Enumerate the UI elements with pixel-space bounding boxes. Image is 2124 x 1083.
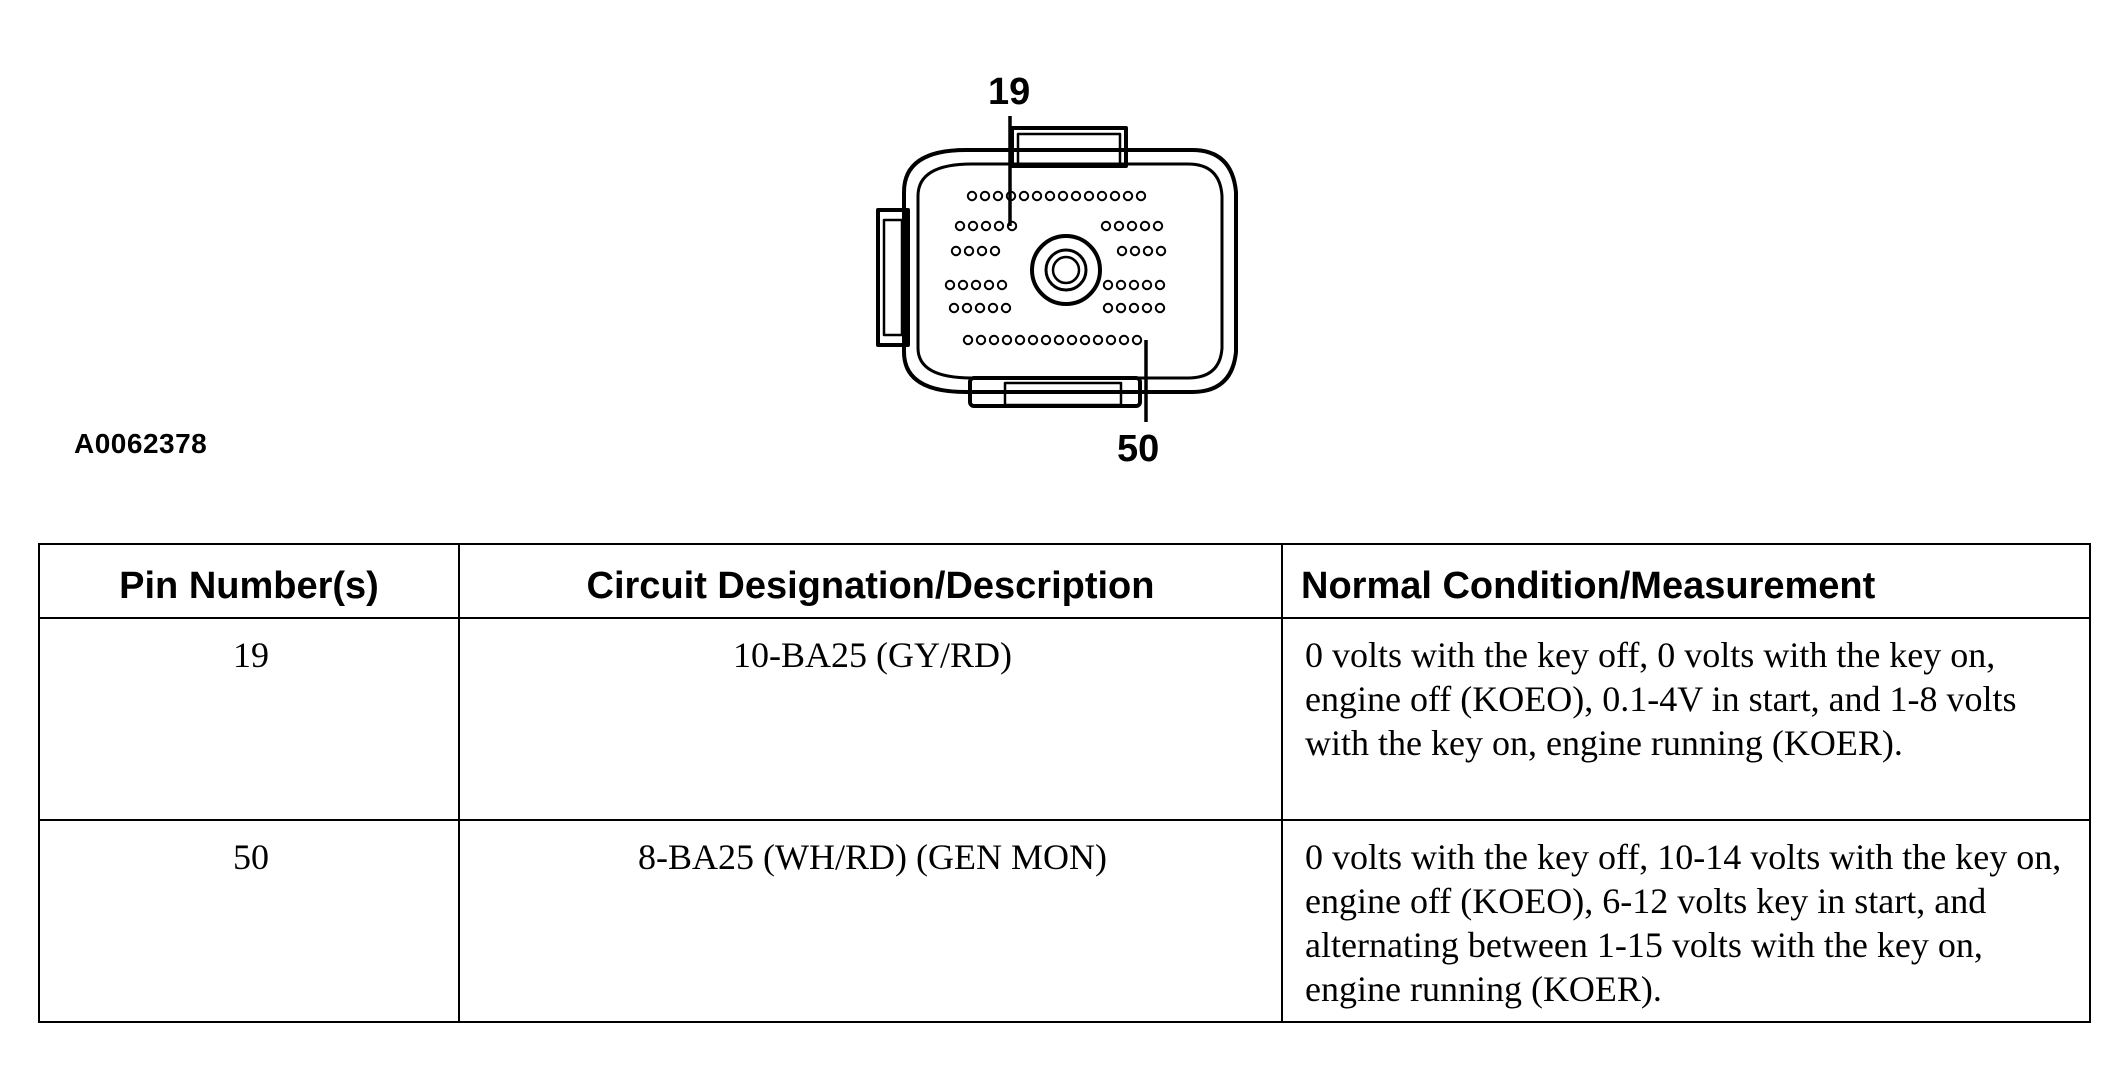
pin-hole <box>948 302 960 314</box>
connector-center-ring <box>1051 255 1081 285</box>
connector-pin-holes <box>944 190 1167 346</box>
pin-hole <box>1129 245 1141 257</box>
pin-hole <box>1109 190 1121 202</box>
pin-hole <box>1152 220 1164 232</box>
connector-figure <box>0 0 2124 520</box>
pin-hole <box>1102 279 1114 291</box>
pin-hole <box>1128 279 1140 291</box>
pin-hole <box>1154 302 1166 314</box>
cell-circuit: 8-BA25 (WH/RD) (GEN MON) <box>458 819 1283 1023</box>
pin-hole <box>967 220 979 232</box>
cell-condition: 0 volts with the key off, 10-14 volts wi… <box>1281 819 2091 1023</box>
callout-label-50: 50 <box>1117 428 1160 470</box>
pin-hole <box>954 220 966 232</box>
header-pin-numbers: Pin Number(s) <box>38 543 460 619</box>
connector-inner-face <box>916 162 1224 380</box>
cell-pin: 50 <box>38 819 460 1023</box>
pin-hole <box>963 245 975 257</box>
pin-hole <box>1115 302 1127 314</box>
pin-hole <box>1122 190 1134 202</box>
pin-hole <box>1079 334 1091 346</box>
connector-center-boss <box>1030 234 1102 306</box>
pin-hole <box>966 190 978 202</box>
pin-hole <box>1070 190 1082 202</box>
pin-hole <box>1115 279 1127 291</box>
header-condition: Normal Condition/Measurement <box>1281 543 2091 619</box>
pin-hole <box>1001 334 1013 346</box>
pin-hole <box>1126 220 1138 232</box>
pin-table: Pin Number(s) Circuit Designation/Descri… <box>38 543 2091 1023</box>
pin-hole <box>1018 190 1030 202</box>
pin-hole <box>993 220 1005 232</box>
pin-hole <box>1118 334 1130 346</box>
connector-left-latch <box>876 208 910 347</box>
pin-hole <box>992 190 1004 202</box>
pin-hole <box>1096 190 1108 202</box>
pin-hole <box>976 245 988 257</box>
figure-id: A0062378 <box>74 428 208 459</box>
connector-center-hole <box>1044 248 1088 292</box>
pin-hole <box>1116 245 1128 257</box>
pin-hole <box>1027 334 1039 346</box>
pin-hole <box>1105 334 1117 346</box>
pin-hole <box>979 190 991 202</box>
pin-hole <box>1053 334 1065 346</box>
cell-circuit: 10-BA25 (GY/RD) <box>458 617 1283 821</box>
pin-hole <box>1142 245 1154 257</box>
table-header-row: Pin Number(s) Circuit Designation/Descri… <box>38 543 2091 619</box>
pin-hole <box>1113 220 1125 232</box>
pin-hole <box>1131 334 1143 346</box>
pin-hole <box>1000 302 1012 314</box>
pin-hole <box>1006 220 1018 232</box>
table-row: 19 10-BA25 (GY/RD) 0 volts with the key … <box>38 617 2091 821</box>
pin-hole <box>962 334 974 346</box>
pin-hole <box>970 279 982 291</box>
pin-hole <box>1083 190 1095 202</box>
pin-hole <box>1031 190 1043 202</box>
pin-hole <box>1102 302 1114 314</box>
pin-hole <box>944 279 956 291</box>
pin-hole <box>1141 302 1153 314</box>
pin-hole <box>1139 220 1151 232</box>
pin-hole <box>957 279 969 291</box>
pin-hole <box>1066 334 1078 346</box>
connector-outer-housing <box>902 148 1238 394</box>
pin-hole <box>974 302 986 314</box>
pin-hole <box>983 279 995 291</box>
pin-hole <box>1044 190 1056 202</box>
cell-pin: 19 <box>38 617 460 821</box>
pin-hole <box>961 302 973 314</box>
pin-hole <box>975 334 987 346</box>
header-circuit: Circuit Designation/Description <box>458 543 1283 619</box>
pin-hole <box>1040 334 1052 346</box>
callout-label-19: 19 <box>988 71 1031 113</box>
pin-hole <box>980 220 992 232</box>
pin-hole <box>1100 220 1112 232</box>
pin-hole <box>1154 279 1166 291</box>
pin-hole <box>1141 279 1153 291</box>
pin-hole <box>996 279 1008 291</box>
pin-hole <box>1135 190 1147 202</box>
pin-hole <box>950 245 962 257</box>
table-row: 50 8-BA25 (WH/RD) (GEN MON) 0 volts with… <box>38 819 2091 1023</box>
cell-condition: 0 volts with the key off, 0 volts with t… <box>1281 617 2091 821</box>
pin-hole <box>1155 245 1167 257</box>
pin-hole <box>1128 302 1140 314</box>
pin-hole <box>1092 334 1104 346</box>
pin-hole <box>989 245 1001 257</box>
pin-hole <box>1014 334 1026 346</box>
connector-left-latch-inner <box>882 218 904 337</box>
connector-drawing <box>876 116 1238 422</box>
pin-hole <box>987 302 999 314</box>
pin-hole <box>988 334 1000 346</box>
pin-hole <box>1005 190 1017 202</box>
pin-hole <box>1057 190 1069 202</box>
